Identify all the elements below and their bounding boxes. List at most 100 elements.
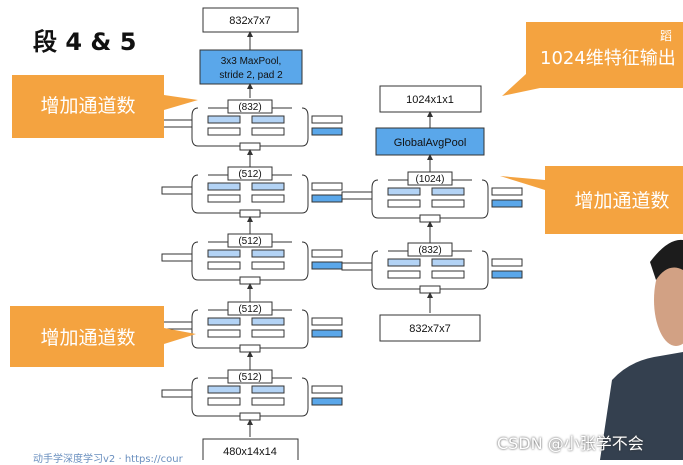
csdn-watermark: CSDN @小张学不会 xyxy=(497,434,644,453)
branch-conv-1x1 xyxy=(311,385,343,394)
branch-conv-5x5 xyxy=(431,187,465,196)
branch-conv-5x5 xyxy=(251,115,285,124)
branch-conv-1x1 xyxy=(251,261,285,270)
branch-conv-3x3 xyxy=(387,258,421,267)
branch-conv-1x1 xyxy=(387,270,421,279)
right-input-node xyxy=(379,314,481,342)
branch-conv-1x1 xyxy=(311,249,343,258)
branch-conv-1x1 xyxy=(161,389,193,398)
branch-conv-1x1 xyxy=(161,253,193,262)
branch-conv-1x1 xyxy=(311,317,343,326)
inception-block: (512) xyxy=(161,233,343,285)
split-node xyxy=(239,344,261,353)
branch-conv-3x3 xyxy=(387,187,421,196)
branch-conv-1x1 xyxy=(251,397,285,406)
right-input-label: 832x7x7 xyxy=(409,323,451,335)
branch-conv-1x1 xyxy=(161,186,193,195)
concat-label: (832) xyxy=(238,102,261,113)
concat-label: (512) xyxy=(238,236,261,247)
branch-conv-1x1 xyxy=(251,194,285,203)
left-output-label: 832x7x7 xyxy=(229,15,271,27)
branch-conv-5x5 xyxy=(431,258,465,267)
branch-conv-3x3 xyxy=(207,182,241,191)
inception-block: (832) xyxy=(161,99,343,151)
branch-conv-3x3 xyxy=(207,249,241,258)
inception-block: (512) xyxy=(161,301,343,353)
branch-conv-1x1 xyxy=(311,182,343,191)
callout-left-top xyxy=(12,75,198,138)
branch-conv-1x1 xyxy=(431,270,465,279)
concat-label: (832) xyxy=(418,245,441,256)
branch-conv-3x3 xyxy=(207,115,241,124)
concat-node xyxy=(227,369,273,384)
branch-conv-1x1 xyxy=(341,191,373,200)
split-node xyxy=(239,142,261,151)
branch-maxpool xyxy=(491,199,523,208)
branch-conv-1x1 xyxy=(491,187,523,196)
branch-conv-5x5 xyxy=(251,249,285,258)
branch-maxpool xyxy=(311,127,343,136)
maxpool-label-2: stride 2, pad 2 xyxy=(219,70,283,81)
inception-block: (832) xyxy=(341,242,523,294)
callout-right-top xyxy=(502,22,683,96)
concat-node xyxy=(227,166,273,181)
footer-link[interactable]: 动手学深度学习v2 · https://cour xyxy=(33,454,183,465)
branch-conv-1x1 xyxy=(491,258,523,267)
split-node xyxy=(419,214,441,223)
split-node xyxy=(239,412,261,421)
branch-conv-1x1 xyxy=(207,329,241,338)
branch-conv-1x1 xyxy=(207,261,241,270)
concat-label: (512) xyxy=(238,304,261,315)
branch-maxpool xyxy=(311,194,343,203)
presenter-video-overlay xyxy=(600,239,683,460)
branch-maxpool xyxy=(311,397,343,406)
inception-block: (512) xyxy=(161,166,343,218)
left-input-node xyxy=(202,438,299,460)
callout-right-middle-text: 增加通道数 xyxy=(574,190,669,212)
callout-left-top-text: 增加通道数 xyxy=(40,95,135,117)
branch-conv-5x5 xyxy=(251,317,285,326)
branch-conv-1x1 xyxy=(251,127,285,136)
maxpool-label-1: 3x3 MaxPool, xyxy=(221,56,282,67)
concat-label: (512) xyxy=(238,372,261,383)
branch-conv-1x1 xyxy=(251,329,285,338)
branch-conv-3x3 xyxy=(207,317,241,326)
branch-conv-1x1 xyxy=(311,115,343,124)
concat-node xyxy=(227,301,273,316)
concat-node xyxy=(227,233,273,248)
branch-maxpool xyxy=(311,329,343,338)
callout-right-middle xyxy=(500,166,683,234)
section-title: 段 4 & 5 xyxy=(33,28,137,56)
branch-conv-3x3 xyxy=(207,385,241,394)
branch-conv-5x5 xyxy=(251,385,285,394)
split-node xyxy=(419,285,441,294)
concat-node xyxy=(407,242,453,257)
concat-label: (1024) xyxy=(416,174,445,185)
split-node xyxy=(239,209,261,218)
left-input-label: 480x14x14 xyxy=(223,446,277,458)
global-avg-pool-label: GlobalAvgPool xyxy=(394,137,467,149)
branch-maxpool xyxy=(311,261,343,270)
callout-right-top-text: 1024维特征输出 xyxy=(540,48,676,69)
branch-conv-1x1 xyxy=(431,199,465,208)
left-inception-stack: (832) (512) (512) (512) (512) xyxy=(161,99,343,437)
right-inception-stack: (1024) (832) xyxy=(341,171,523,313)
concat-node xyxy=(407,171,453,186)
right-output-label: 1024x1x1 xyxy=(406,94,454,106)
left-output-node xyxy=(202,7,299,33)
branch-conv-5x5 xyxy=(251,182,285,191)
split-node xyxy=(239,276,261,285)
concat-label: (512) xyxy=(238,169,261,180)
branch-conv-1x1 xyxy=(161,321,193,330)
callout-left-bottom-text: 增加通道数 xyxy=(40,327,135,349)
branch-conv-1x1 xyxy=(207,127,241,136)
branch-maxpool xyxy=(491,270,523,279)
branch-conv-1x1 xyxy=(161,119,193,128)
branch-conv-1x1 xyxy=(341,262,373,271)
inception-block: (1024) xyxy=(341,171,523,223)
inception-block: (512) xyxy=(161,369,343,421)
branch-conv-1x1 xyxy=(387,199,421,208)
concat-node xyxy=(227,99,273,114)
branch-conv-1x1 xyxy=(207,194,241,203)
